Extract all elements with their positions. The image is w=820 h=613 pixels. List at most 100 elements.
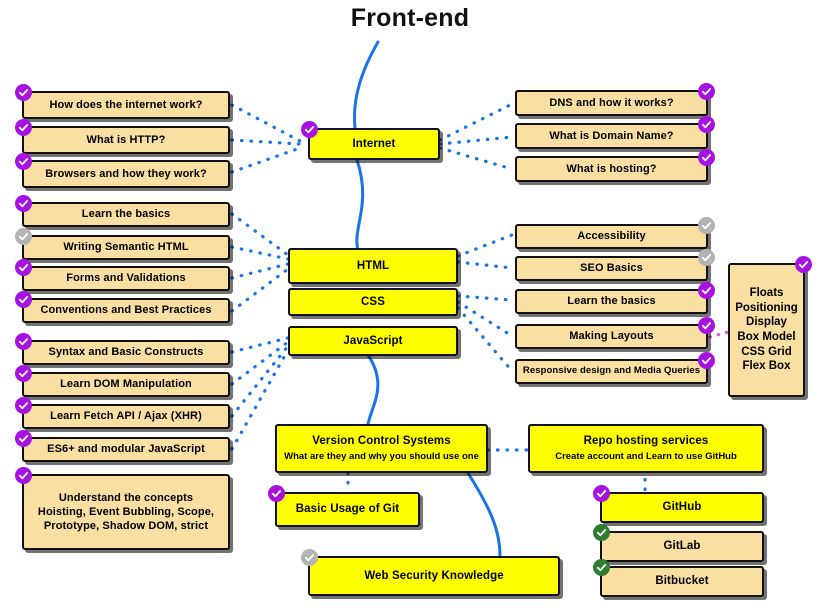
spine-node-html-label: HTML [356, 259, 390, 272]
node-label: Writing Semantic HTML [63, 241, 189, 254]
status-badge-check-icon[interactable] [15, 467, 32, 484]
node-title: Version Control Systems [312, 435, 451, 448]
status-badge-check-icon[interactable] [15, 291, 32, 308]
node-label: Making Layouts [569, 330, 654, 343]
node-what-is-http[interactable]: What is HTTP? [15, 119, 230, 154]
node-label: Learn the basics [81, 208, 171, 221]
spine-node-css-label: CSS [361, 295, 385, 308]
node-how-does-the-internet-work[interactable]: How does the internet work? [15, 84, 230, 119]
css-property-line: Positioning [735, 301, 798, 314]
spine-node-html[interactable]: HTML [288, 248, 458, 284]
node-label: Bitbucket [655, 575, 709, 588]
node-syntax-and-basic-constructs[interactable]: Syntax and Basic Constructs [15, 333, 230, 365]
node-basic-usage-of-git[interactable]: Basic Usage of Git [268, 485, 420, 527]
node-label: What is HTTP? [86, 133, 166, 146]
node-title: Repo hosting services [583, 435, 709, 448]
node-label: SEO Basics [580, 262, 643, 275]
js-concept-line: Understand the concepts [58, 491, 194, 504]
node-forms-and-validations[interactable]: Forms and Validations [15, 259, 230, 291]
node-github[interactable]: GitHub [593, 485, 764, 523]
node-what-is-domain-name[interactable]: What is Domain Name? [515, 116, 715, 149]
status-badge-check-icon[interactable] [593, 559, 610, 576]
node-label: What is Domain Name? [549, 129, 674, 142]
css-property-line: Box Model [737, 331, 796, 343]
status-badge-check-icon[interactable] [15, 397, 32, 414]
status-badge-check-icon[interactable] [698, 116, 715, 133]
node-version-control-systems[interactable]: Version Control Systems What are they an… [275, 424, 488, 473]
node-dns-and-how-it-works[interactable]: DNS and how it works? [515, 83, 715, 116]
node-repo-hosting-services[interactable]: Repo hosting services Create account and… [528, 424, 764, 473]
status-badge-check-icon[interactable] [698, 149, 715, 166]
node-label: What is hosting? [566, 162, 657, 175]
node-label: Conventions and Best Practices [40, 304, 212, 317]
status-badge-check-icon[interactable] [15, 365, 32, 382]
node-css-learn-the-basics[interactable]: Learn the basics [515, 282, 715, 314]
node-label: Learn DOM Manipulation [60, 378, 192, 391]
node-label: Learn the basics [567, 295, 656, 308]
node-label: GitHub [662, 501, 702, 514]
node-web-security-knowledge[interactable]: Web Security Knowledge [301, 549, 560, 596]
node-label: Syntax and Basic Constructs [48, 346, 204, 359]
node-seo-basics[interactable]: SEO Basics [515, 249, 715, 281]
node-conventions-and-best-practices[interactable]: Conventions and Best Practices [15, 291, 230, 323]
node-label: GitLab [663, 540, 701, 553]
spine-node-internet[interactable]: Internet [301, 121, 440, 160]
status-badge-check-icon[interactable] [301, 549, 318, 566]
css-property-line: Flex Box [742, 360, 791, 373]
js-concept-line: Hoisting, Event Bubbling, Scope, [37, 505, 215, 518]
node-label: How does the internet work? [49, 98, 203, 111]
node-label: Browsers and how they work? [45, 167, 207, 180]
status-badge-check-icon[interactable] [268, 485, 285, 502]
node-responsive-design-and-media-queries[interactable]: Responsive design and Media Queries [515, 352, 715, 384]
page-title: Front-end [350, 4, 470, 32]
status-badge-check-icon[interactable] [698, 249, 715, 266]
node-learn-dom-manipulation[interactable]: Learn DOM Manipulation [15, 365, 230, 397]
status-badge-check-icon[interactable] [15, 119, 32, 136]
status-badge-check-icon[interactable] [15, 153, 32, 170]
node-gitlab[interactable]: GitLab [593, 524, 764, 562]
status-badge-check-icon[interactable] [593, 524, 610, 541]
spine-node-css[interactable]: CSS [288, 288, 458, 316]
node-label: ES6+ and modular JavaScript [47, 443, 205, 456]
status-badge-check-icon[interactable] [15, 84, 32, 101]
css-property-line: Display [746, 316, 787, 329]
status-badge-check-icon[interactable] [698, 282, 715, 299]
node-browsers-and-how-they-work[interactable]: Browsers and how they work? [15, 153, 230, 188]
node-writing-semantic-html[interactable]: Writing Semantic HTML [15, 228, 230, 260]
node-making-layouts[interactable]: Making Layouts [515, 317, 715, 349]
node-bitbucket[interactable]: Bitbucket [593, 559, 764, 597]
status-badge-check-icon[interactable] [795, 256, 812, 273]
status-badge-check-icon[interactable] [698, 317, 715, 334]
node-label: Forms and Validations [66, 272, 186, 285]
css-property-line: Floats [749, 286, 784, 299]
status-badge-check-icon[interactable] [15, 195, 32, 212]
node-css-layout-properties[interactable]: Floats Positioning Display Box Model CSS… [728, 256, 812, 397]
status-badge-check-icon[interactable] [698, 83, 715, 100]
css-property-line: CSS Grid [741, 345, 792, 358]
spine-node-javascript-label: JavaScript [343, 334, 403, 347]
status-badge-check-icon[interactable] [698, 352, 715, 369]
node-es6-and-modular-javascript[interactable]: ES6+ and modular JavaScript [15, 430, 230, 462]
node-label: Learn Fetch API / Ajax (XHR) [50, 410, 202, 423]
node-what-is-hosting[interactable]: What is hosting? [515, 149, 715, 182]
spine-node-javascript[interactable]: JavaScript [288, 326, 458, 356]
status-badge-check-icon[interactable] [15, 333, 32, 350]
status-badge-check-icon[interactable] [15, 259, 32, 276]
node-description: What are they and why you should use one [284, 450, 479, 462]
node-label: DNS and how it works? [549, 96, 674, 109]
status-badge-check-icon[interactable] [301, 121, 318, 138]
status-badge-check-icon[interactable] [593, 485, 610, 502]
status-badge-check-icon[interactable] [15, 430, 32, 447]
node-title: Web Security Knowledge [364, 569, 504, 582]
node-label: Accessibility [577, 230, 646, 243]
css-properties-connector [708, 330, 730, 339]
status-badge-check-icon[interactable] [15, 228, 32, 245]
node-html-learn-the-basics[interactable]: Learn the basics [15, 195, 230, 227]
node-javascript-concepts[interactable]: Understand the concepts Hoisting, Event … [15, 467, 230, 550]
node-accessibility[interactable]: Accessibility [515, 217, 715, 249]
node-description: Create account and Learn to use GitHub [555, 450, 737, 462]
node-label: Responsive design and Media Queries [522, 365, 701, 377]
status-badge-check-icon[interactable] [698, 217, 715, 234]
node-learn-fetch-api-ajax-xhr[interactable]: Learn Fetch API / Ajax (XHR) [15, 397, 230, 429]
